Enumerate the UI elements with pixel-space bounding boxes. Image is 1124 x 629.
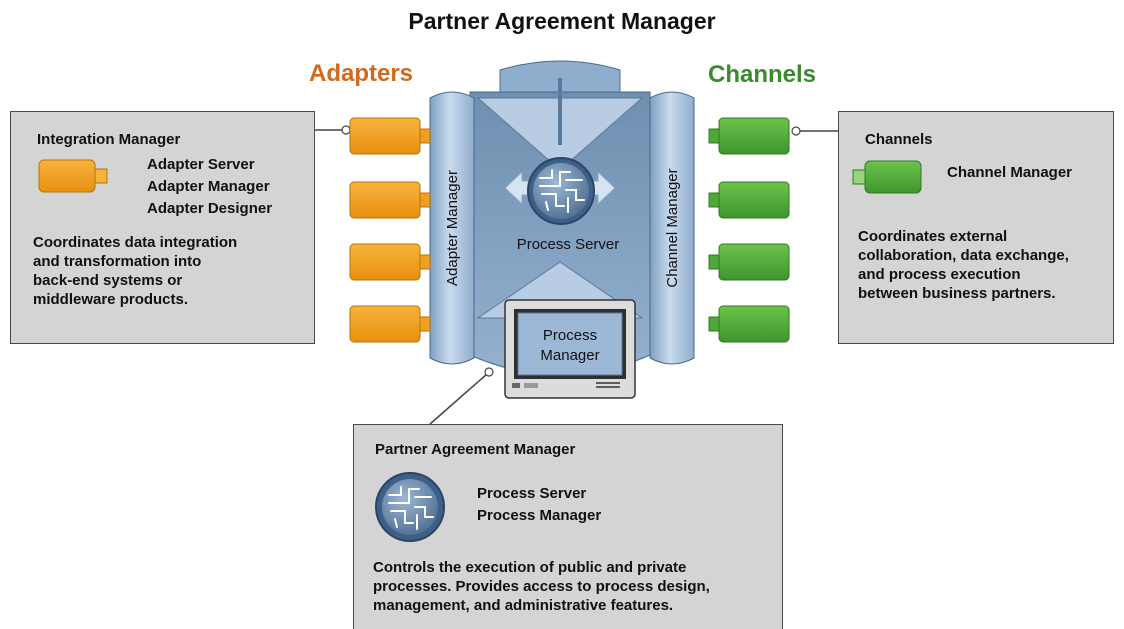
channels-description: Coordinates external collaboration, data…	[858, 228, 1069, 302]
adapter-block-4	[349, 305, 431, 343]
process-server-label: Process Server	[517, 236, 620, 253]
integration-manager-panel: Integration Manager Adapter Server Adapt…	[10, 111, 315, 344]
left-connector-dot	[341, 125, 351, 135]
partner-agreement-manager-description: Controls the execution of public and pri…	[373, 559, 710, 614]
diagram-title: Partner Agreement Manager	[408, 8, 716, 34]
adapter-designer-item: Adapter Designer	[147, 200, 273, 217]
adapter-block-3	[349, 243, 431, 281]
adapter-block-1	[349, 117, 431, 155]
channel-manager-label: Channel Manager	[664, 168, 681, 287]
adapter-block-2	[349, 181, 431, 219]
channels-panel: Channels Channel Manager Coordinates ext…	[838, 111, 1114, 344]
integration-manager-description: Coordinates data integration and transfo…	[33, 234, 238, 308]
top-cap	[499, 60, 621, 93]
process-server-circuit-icon	[527, 157, 595, 225]
channel-block-3	[708, 243, 790, 281]
circuit-icon	[375, 472, 445, 542]
channel-block-4	[708, 305, 790, 343]
adapter-manager-label: Adapter Manager	[444, 170, 461, 286]
integration-manager-title: Integration Manager	[37, 131, 181, 148]
partner-agreement-manager-panel: Partner Agreement Manager Process Server…	[353, 424, 783, 629]
adapter-server-item: Adapter Server	[147, 156, 255, 173]
adapter-manager-item: Adapter Manager	[147, 178, 270, 195]
process-server-item: Process Server	[477, 485, 587, 502]
channels-panel-title: Channels	[865, 131, 933, 148]
channel-manager-item: Channel Manager	[947, 164, 1073, 181]
adapter-icon	[38, 159, 108, 193]
channels-heading: Channels	[708, 61, 817, 88]
adapter-manager-column	[429, 91, 475, 365]
partner-agreement-manager-panel-title: Partner Agreement Manager	[375, 441, 576, 458]
channel-block-1	[708, 117, 790, 155]
channel-manager-column	[649, 91, 695, 365]
bottom-connector-line	[429, 373, 488, 425]
right-connector-dot	[791, 126, 801, 136]
adapters-heading: Adapters	[309, 60, 414, 87]
channel-icon	[852, 160, 922, 194]
process-manager-label-line2: Manager	[540, 347, 599, 364]
process-manager-label-line1: Process	[543, 327, 597, 344]
process-manager-item: Process Manager	[477, 507, 602, 524]
bottom-connector-dot	[484, 367, 494, 377]
process-manager-monitor-icon	[504, 299, 636, 399]
channel-block-2	[708, 181, 790, 219]
